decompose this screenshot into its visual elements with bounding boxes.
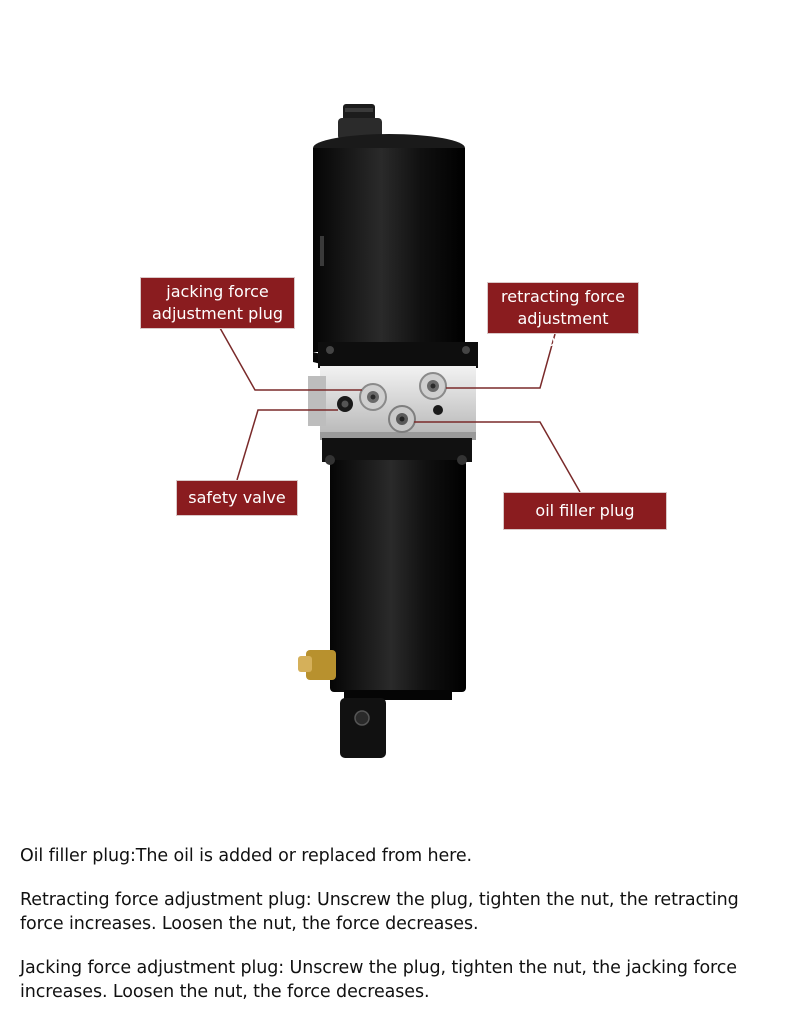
callout-oil-filler-label: oil filler plug: [535, 501, 635, 520]
motor-housing: [313, 134, 465, 372]
callout-retracting-line2: adjustment plug: [517, 309, 609, 350]
callout-jacking-force-plug: jacking force adjustment plug: [140, 277, 295, 329]
reservoir-body: [322, 438, 472, 700]
description-jacking-force: Jacking force adjustment plug: Unscrew t…: [20, 958, 737, 1002]
description-retracting-force: Retracting force adjustment plug: Unscre…: [20, 890, 739, 934]
brass-oil-pipe: [298, 470, 336, 680]
callout-retracting-line1: retracting force: [501, 287, 625, 306]
callout-jacking-line2: adjustment plug: [152, 304, 283, 323]
valve-block: [308, 366, 476, 440]
piston-rod: [340, 698, 386, 758]
actuator-illustration: [219, 104, 581, 758]
callout-retracting-force-plug: retracting force adjustment plug: [487, 282, 639, 350]
retracting-force-plug: [419, 372, 447, 400]
callout-jacking-line1: jacking force: [166, 282, 269, 301]
callout-safety-valve: safety valve: [176, 480, 298, 516]
oil-filler-plug: [388, 405, 416, 433]
callout-oil-filler-plug: oil filler plug: [503, 492, 667, 530]
leader-retracting: [446, 333, 556, 389]
jacking-force-plug: [359, 383, 387, 411]
leader-oil-filler: [414, 421, 581, 493]
callout-safety-label: safety valve: [188, 488, 286, 507]
flange-plate: [318, 342, 478, 368]
leader-safety: [236, 409, 338, 481]
safety-valve-plug: [337, 396, 353, 412]
description-oil-filler: Oil filler plug:The oil is added or repl…: [20, 846, 473, 866]
leader-lines: [219, 327, 581, 493]
leader-jacking: [219, 327, 362, 391]
